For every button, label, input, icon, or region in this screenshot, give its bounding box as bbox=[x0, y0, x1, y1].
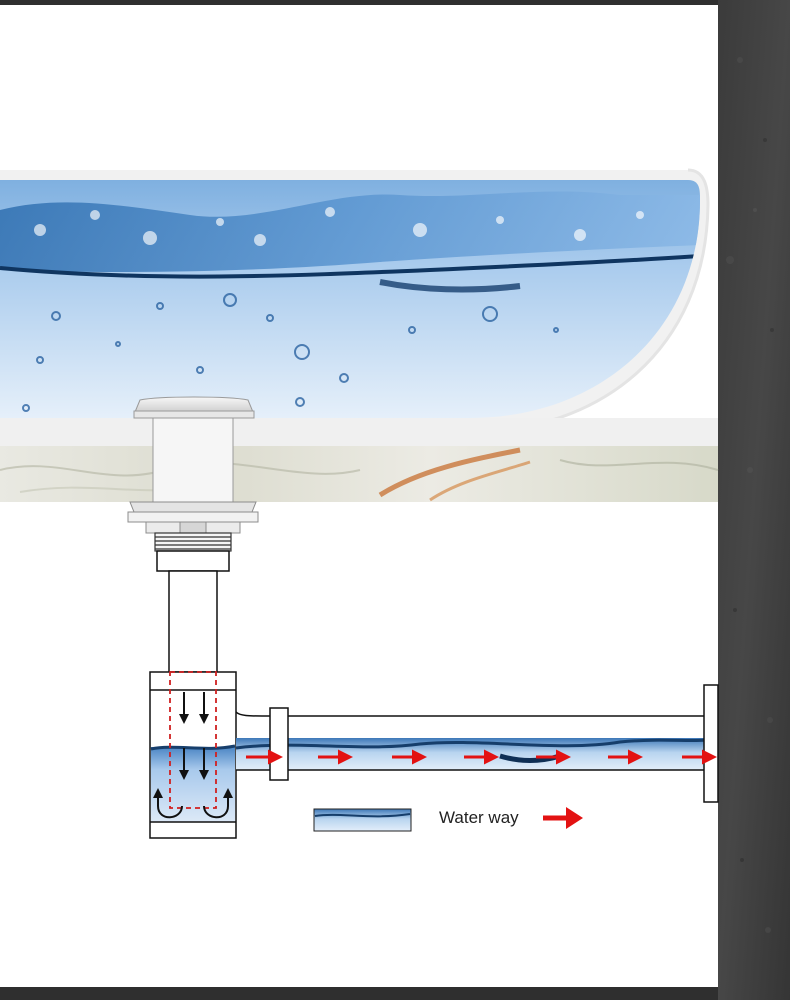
pop-up-drain-cap bbox=[133, 396, 255, 419]
outlet-pipe bbox=[235, 711, 707, 771]
drain-flange bbox=[127, 501, 259, 534]
slip-nut bbox=[269, 707, 289, 781]
legend: Water way bbox=[313, 807, 583, 832]
wall-flange bbox=[703, 684, 719, 803]
marble-slab bbox=[0, 446, 718, 502]
tail-pipe bbox=[168, 570, 218, 673]
countertop-edge bbox=[0, 418, 718, 446]
drain-thread bbox=[154, 532, 232, 552]
legend-label: Water way bbox=[439, 808, 519, 827]
u-turn-arrow-icon bbox=[203, 788, 233, 819]
stone-texture bbox=[726, 57, 774, 933]
drain-body bbox=[152, 417, 234, 503]
dip-tube-outline bbox=[169, 671, 217, 809]
u-turn-arrow-icon bbox=[153, 788, 183, 819]
stone-wall-panel bbox=[718, 0, 790, 1000]
legend-water-swatch bbox=[313, 808, 412, 832]
legend-arrow-head bbox=[566, 807, 583, 829]
bottle-trap bbox=[149, 671, 237, 839]
trap-flow-arrows bbox=[153, 692, 233, 819]
drain-nut bbox=[156, 550, 230, 572]
basin-water bbox=[0, 180, 700, 418]
